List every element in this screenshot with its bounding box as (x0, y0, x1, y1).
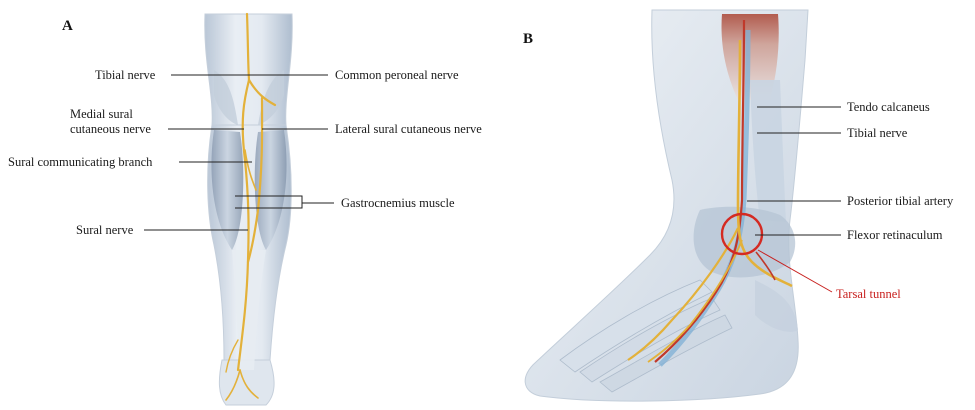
label-tibial-nerve-a: Tibial nerve (95, 68, 156, 82)
label-flexor-retinaculum: Flexor retinaculum (847, 228, 943, 242)
leg-posterior-illustration (205, 14, 293, 405)
label-medial-sural-line2: cutaneous nerve (70, 122, 151, 136)
label-common-peroneal-nerve: Common peroneal nerve (335, 68, 459, 82)
panel-b-letter: B (523, 31, 533, 47)
label-posterior-tibial-artery: Posterior tibial artery (847, 194, 954, 208)
label-sural-nerve: Sural nerve (76, 223, 134, 237)
label-tendo-calcaneus: Tendo calcaneus (847, 100, 930, 114)
panel-b: B (523, 10, 954, 401)
label-medial-sural-line1: Medial sural (70, 107, 133, 121)
label-lateral-sural-nerve: Lateral sural cutaneous nerve (335, 122, 482, 136)
foot-medial-illustration (525, 10, 808, 401)
label-gastrocnemius-muscle: Gastrocnemius muscle (341, 196, 455, 210)
panel-a-letter: A (62, 18, 73, 34)
panel-a: A (8, 14, 482, 405)
label-tarsal-tunnel: Tarsal tunnel (836, 287, 901, 301)
label-sural-communicating-branch: Sural communicating branch (8, 155, 153, 169)
label-tibial-nerve-b: Tibial nerve (847, 126, 908, 140)
